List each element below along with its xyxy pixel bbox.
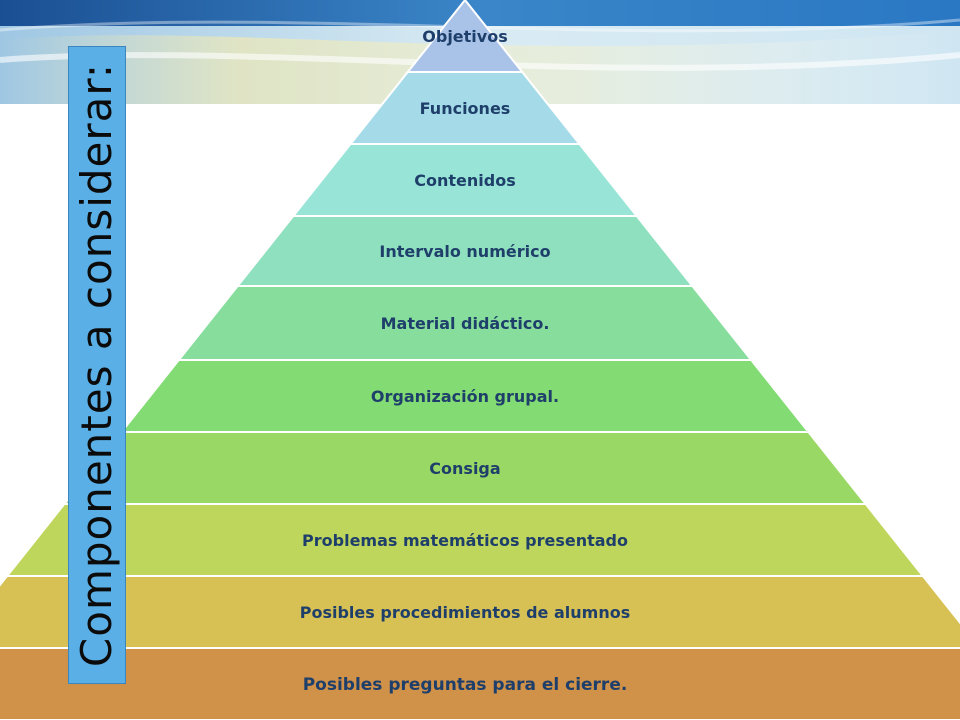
pyramid-level-shape — [0, 647, 960, 720]
pyramid-level: Material didáctico. — [176, 285, 754, 361]
pyramid-level: Organización grupal. — [119, 359, 811, 433]
pyramid-level-label: Consiga — [429, 459, 500, 478]
pyramid-level: Posibles procedimientos de alumnos — [0, 575, 960, 649]
pyramid-level-label: Problemas matemáticos presentado — [302, 531, 628, 550]
pyramid-level-shape — [0, 575, 960, 649]
pyramid-level: Contenidos — [291, 143, 639, 217]
pyramid-level-label: Intervalo numérico — [379, 242, 550, 261]
pyramid-level-label: Posibles preguntas para el cierre. — [303, 675, 628, 695]
pyramid-level: Problemas matemáticos presentado — [5, 503, 925, 577]
pyramid-level: Intervalo numérico — [235, 215, 695, 287]
pyramid-level-label: Posibles procedimientos de alumnos — [300, 603, 630, 622]
pyramid-level: Objetivos — [405, 0, 525, 73]
pyramid-level: Posibles preguntas para el cierre. — [0, 647, 960, 720]
pyramid-level: Consiga — [62, 431, 868, 505]
pyramid-level-label: Funciones — [420, 99, 511, 118]
pyramid-level-label: Material didáctico. — [381, 314, 550, 333]
pyramid-level-label: Contenidos — [414, 171, 515, 190]
side-label: Componentes a considerar: — [72, 62, 121, 668]
pyramid-level: Funciones — [348, 71, 582, 145]
side-label-box — [68, 46, 126, 684]
pyramid-level-label: Organización grupal. — [371, 387, 559, 406]
pyramid-level-label: Objetivos — [422, 27, 507, 46]
